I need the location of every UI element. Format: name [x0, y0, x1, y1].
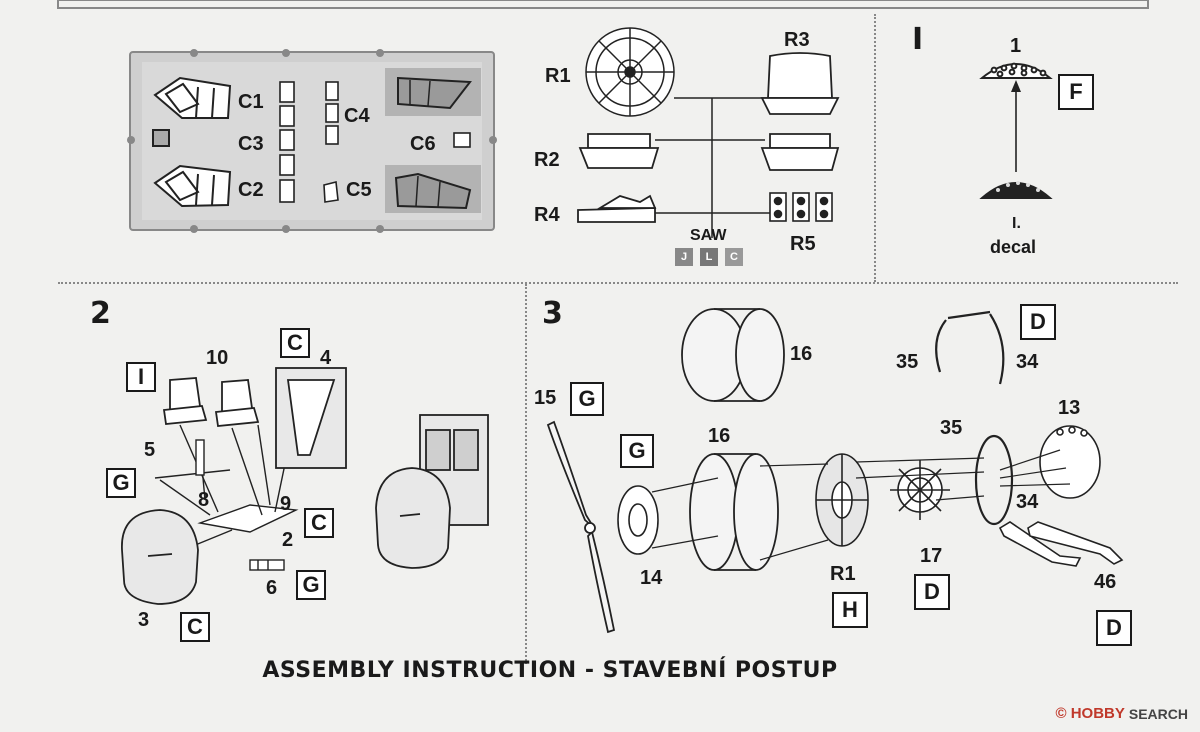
label-part-r1: R1 [830, 563, 856, 585]
part-r3 [760, 52, 840, 115]
step-i-number: I [912, 22, 924, 57]
label-saw: SAW [690, 227, 727, 244]
part-c1 [153, 76, 232, 119]
box-label-d-top: D [1020, 304, 1056, 340]
step2-small-part-6 [249, 559, 285, 571]
label-part-15: 15 [534, 387, 557, 409]
label-part-2: 2 [282, 529, 294, 551]
step-2-number: 2 [90, 296, 111, 331]
part-r5 [769, 192, 833, 222]
top-frame [57, 0, 1149, 9]
separator-vertical-top [874, 14, 876, 282]
box-label-g-prop: G [570, 382, 604, 416]
sprue-c-small-parts [279, 81, 471, 203]
label-decal-number: I. [1012, 215, 1021, 232]
label-part-34-top: 34 [1016, 351, 1039, 373]
label-part-3: 3 [138, 609, 150, 631]
label-part-6: 6 [266, 577, 278, 599]
label-part-16-top: 16 [790, 343, 813, 365]
label-part-4: 4 [320, 347, 332, 369]
label-part-16: 16 [708, 425, 731, 447]
label-part-17: 17 [920, 545, 943, 567]
paint-code-c: C [725, 248, 743, 266]
step3-hub-14 [617, 485, 659, 555]
label-c5: C5 [346, 179, 372, 201]
assembly-title: ASSEMBLY INSTRUCTION - STAVEBNÍ POSTUP [262, 658, 838, 683]
box-label-d-bottom: D [1096, 610, 1132, 646]
step3-cowling-16 [689, 453, 779, 571]
step2-bulkhead-3 [121, 509, 199, 605]
label-r1: R1 [545, 65, 571, 87]
step3-cowling-16-top [681, 308, 785, 402]
instrument-panel-decal [979, 181, 1053, 199]
label-r3: R3 [784, 29, 810, 51]
step3-guide-lines [651, 449, 1071, 561]
part-r4 [577, 194, 657, 223]
step2-completed-cockpit [375, 414, 489, 569]
label-decal: decal [990, 237, 1037, 257]
label-part-35: 35 [940, 417, 963, 439]
label-c4: C4 [344, 105, 370, 127]
watermark-text: SEARCH [1128, 705, 1188, 722]
label-part-34: 34 [1016, 491, 1039, 513]
watermark-logo: © HOBBY [1055, 705, 1125, 722]
label-part-1: 1 [1010, 35, 1022, 57]
label-c3: C3 [238, 133, 264, 155]
label-part-14: 14 [640, 567, 663, 589]
part-c4 [385, 68, 481, 116]
label-r2: R2 [534, 149, 560, 171]
step2-seats [162, 377, 260, 427]
box-label-c-bottom: C [180, 612, 210, 642]
label-c2: C2 [238, 179, 264, 201]
box-label-f: F [1058, 74, 1094, 110]
step2-bulkhead-4 [275, 367, 347, 469]
part-c2 [153, 164, 232, 208]
label-c6: C6 [410, 133, 436, 155]
paint-code-j: J [675, 248, 693, 266]
separator-horizontal [58, 282, 1178, 284]
box-label-g-bottom: G [296, 570, 326, 600]
label-c1: C1 [238, 91, 264, 113]
label-part-35-top: 35 [896, 351, 919, 373]
box-label-g-left: G [106, 468, 136, 498]
step3-exhaust-17 [890, 460, 950, 520]
step3-engine-r1 [815, 453, 869, 547]
step3-part-46 [998, 521, 1124, 567]
instrument-panel-part [979, 62, 1053, 79]
box-label-d-middle: D [914, 574, 950, 610]
watermark: © HOBBY SEARCH [1055, 705, 1188, 722]
label-part-8: 8 [198, 489, 210, 511]
label-part-13: 13 [1058, 397, 1081, 419]
step3-ring-35-34 [974, 434, 1014, 526]
part-c5 [385, 165, 481, 213]
box-label-h: H [832, 592, 868, 628]
label-part-46: 46 [1094, 571, 1117, 593]
part-r1-engine [585, 27, 675, 117]
label-r4: R4 [534, 204, 560, 226]
step-3-number: 3 [542, 296, 563, 331]
step3-part-13 [1039, 425, 1101, 499]
box-label-g-hub: G [620, 434, 654, 468]
separator-vertical-bottom [525, 284, 527, 664]
box-label-c-top: C [280, 328, 310, 358]
label-part-9: 9 [280, 493, 292, 515]
box-label-c-right: C [304, 508, 334, 538]
step2-floor-assembly [154, 424, 299, 549]
label-part-5: 5 [144, 439, 156, 461]
part-r2 [578, 133, 840, 171]
paint-code-l: L [700, 248, 718, 266]
part-c3 [152, 129, 170, 147]
label-part-10: 10 [206, 347, 229, 369]
box-label-i: I [126, 362, 156, 392]
step3-propeller [546, 420, 616, 634]
decal-arrow-head [1011, 80, 1021, 92]
label-r5: R5 [790, 233, 816, 255]
step3-ring-35-34-top [935, 310, 1005, 385]
